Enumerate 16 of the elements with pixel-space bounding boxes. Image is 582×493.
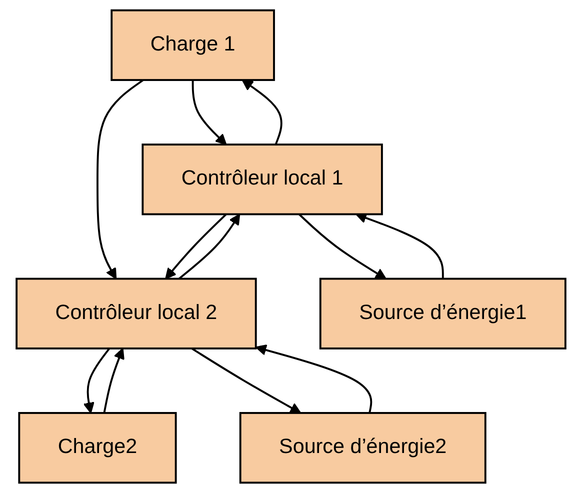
node-box: Source d’énergie1 (319, 278, 566, 350)
arrow (83, 348, 110, 414)
node-box: Contrôleur local 2 (16, 278, 257, 350)
node-box: Contrôleur local 1 (142, 144, 383, 216)
arrow (96, 79, 144, 280)
arrow (298, 214, 386, 280)
arrow (178, 214, 240, 280)
node-box: Charge 1 (110, 9, 275, 81)
arrow (192, 80, 227, 146)
arrow (103, 348, 124, 414)
arrow (255, 344, 372, 414)
node-box: Source d’énergie2 (239, 412, 486, 484)
arrow (242, 80, 282, 145)
arrow (191, 348, 302, 414)
node-box: Charge2 (18, 412, 177, 484)
arrow (165, 214, 227, 280)
